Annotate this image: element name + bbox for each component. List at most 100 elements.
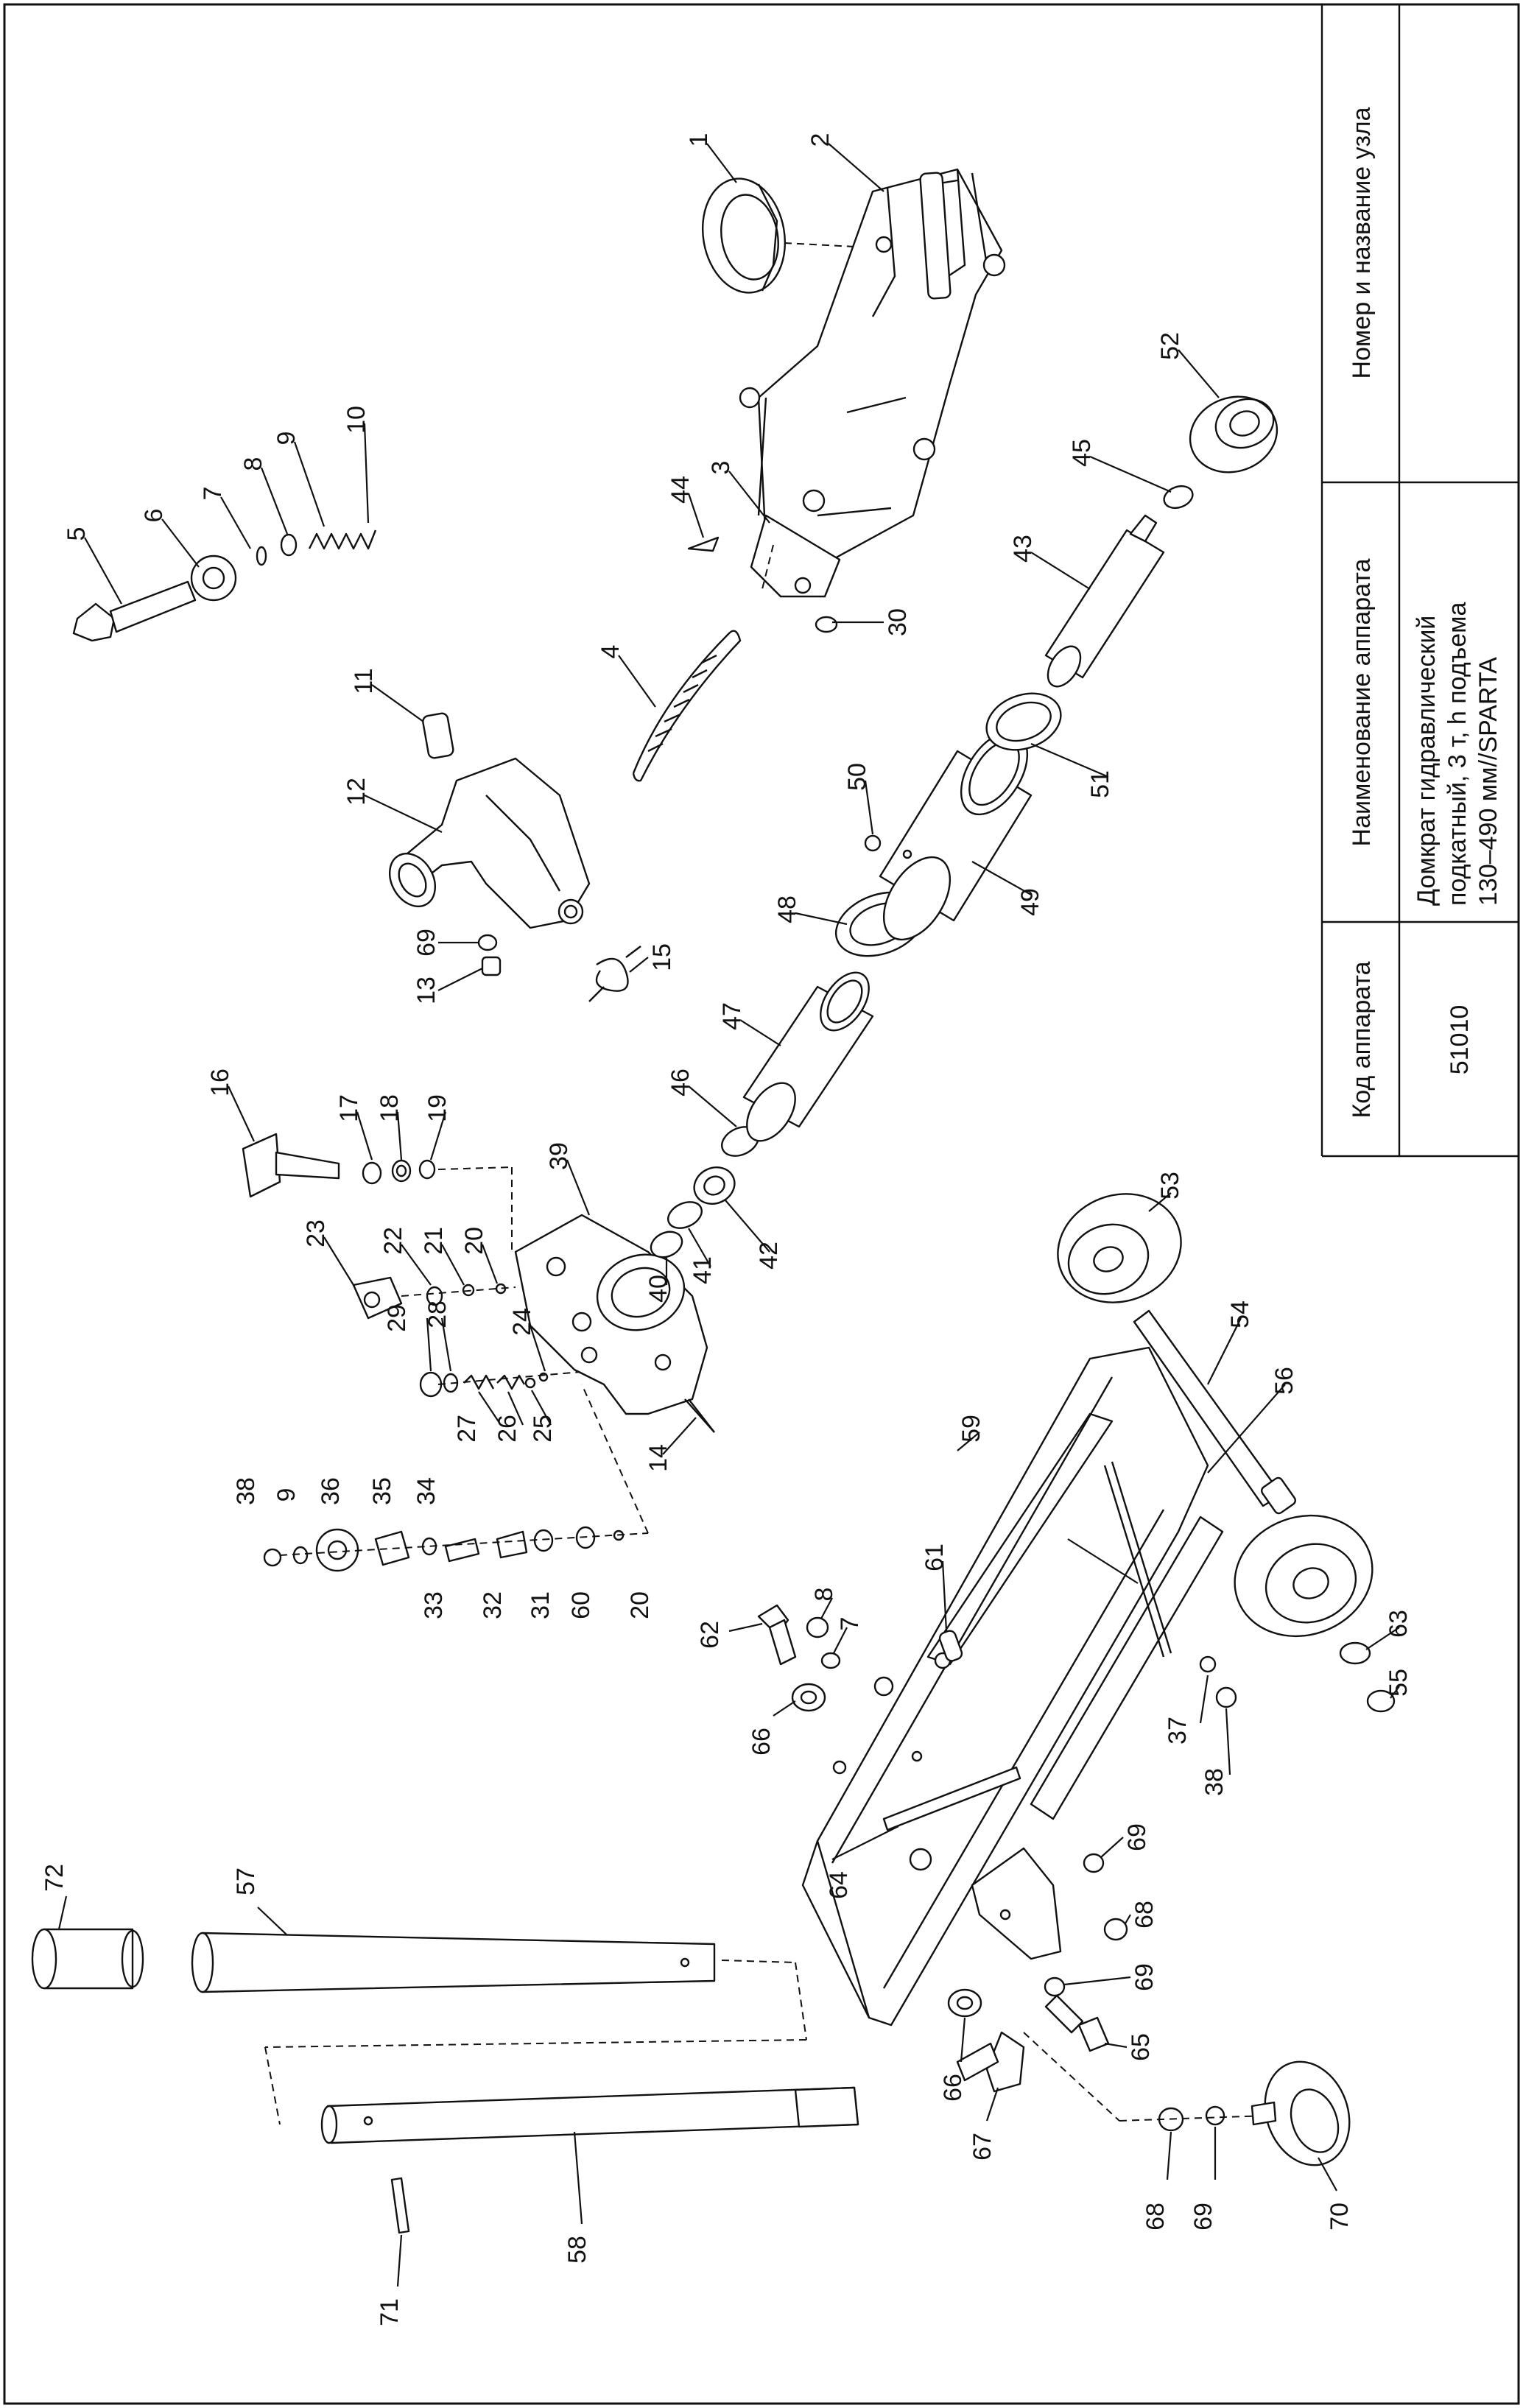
part-16-plunger: [242, 1133, 340, 1198]
label-65: 65: [1127, 2033, 1155, 2061]
label-9: 9: [272, 432, 300, 446]
part-pivot-bracket: [909, 1847, 1062, 1960]
value-name-line2: подкатный, 3 т, h подъема: [1443, 602, 1471, 906]
label-66-b: 66: [939, 2074, 967, 2102]
part-58-handle-lower: [320, 2086, 859, 2144]
label-50: 50: [843, 763, 871, 791]
label-17: 17: [335, 1094, 363, 1122]
label-69-d: 69: [1189, 2203, 1217, 2231]
part-38-nut: [263, 1548, 282, 1567]
part-7-washer-b: [820, 1652, 841, 1669]
part-15-torsion-spring: [588, 946, 641, 1002]
label-24: 24: [508, 1308, 536, 1336]
part-65-bolt: [1044, 1994, 1110, 2052]
label-43: 43: [1009, 535, 1037, 563]
part-36-gear: [315, 1528, 359, 1572]
label-55: 55: [1385, 1669, 1413, 1697]
label-39: 39: [545, 1142, 573, 1170]
label-23: 23: [302, 1219, 330, 1247]
part-63-wheel: [1234, 1514, 1373, 1638]
label-66-a: 66: [748, 1728, 775, 1756]
label-3: 3: [707, 461, 735, 475]
part-37-washer: [1199, 1655, 1217, 1673]
label-2: 2: [806, 133, 834, 147]
part-7-8-9-10-springs: [256, 529, 377, 566]
part-4-spring: [632, 630, 742, 782]
part-51-seal: [985, 692, 1062, 751]
label-53: 53: [1156, 1172, 1184, 1200]
label-29: 29: [383, 1304, 411, 1332]
label-11: 11: [350, 668, 378, 694]
label-60: 60: [567, 1591, 595, 1619]
label-40: 40: [644, 1275, 672, 1303]
part-3-pin-block: [750, 514, 841, 598]
part-61-bushing: [938, 1630, 963, 1662]
label-27: 27: [453, 1415, 481, 1443]
label-58: 58: [563, 2236, 591, 2264]
part-63b-washer: [1339, 1641, 1371, 1665]
label-44: 44: [666, 476, 694, 504]
label-28: 28: [423, 1300, 451, 1328]
part-71-pin: [390, 2177, 410, 2234]
part-54-axle: [1133, 1309, 1296, 1515]
label-64: 64: [825, 1871, 853, 1899]
label-7-b: 7: [836, 1617, 864, 1631]
part-57-handle-upper: [191, 1932, 716, 1993]
label-47: 47: [718, 1002, 746, 1030]
label-22: 22: [379, 1227, 407, 1255]
header-name: Наименование аппарата: [1348, 558, 1376, 846]
label-57: 57: [232, 1867, 260, 1895]
part-30-washer: [815, 616, 838, 633]
label-19: 19: [423, 1094, 451, 1122]
leader-lines: [57, 143, 1400, 2287]
part-35-nut: [374, 1530, 410, 1566]
label-18: 18: [376, 1094, 404, 1122]
label-20: 20: [460, 1227, 488, 1255]
label-36: 36: [317, 1477, 345, 1505]
label-34: 34: [412, 1477, 440, 1505]
part-31-washer: [533, 1529, 554, 1552]
label-4: 4: [597, 645, 625, 659]
part-43-rod: [1044, 514, 1165, 688]
label-69-c: 69: [1130, 1963, 1158, 1991]
part-38-nut-b: [1215, 1686, 1237, 1708]
label-68-b: 68: [1142, 2203, 1169, 2231]
part-39-pump-base: [514, 1214, 715, 1433]
label-16: 16: [206, 1069, 234, 1096]
label-54: 54: [1226, 1300, 1254, 1328]
part-6-gear: [190, 555, 237, 602]
part-66-washer-b: [947, 1988, 982, 2018]
label-69-b: 69: [1123, 1823, 1151, 1851]
sheet-border: [3, 3, 1520, 2405]
label-59: 59: [957, 1415, 985, 1443]
label-10: 10: [342, 406, 370, 434]
label-30: 30: [884, 608, 912, 636]
part-69-washer-d: [1044, 1976, 1066, 1997]
label-46: 46: [666, 1069, 694, 1096]
label-63: 63: [1385, 1610, 1413, 1638]
label-14: 14: [644, 1444, 672, 1472]
part-5-shaft-bolt: [72, 580, 197, 642]
title-block: Код аппарата Наименование аппарата Номер…: [1320, 4, 1519, 1158]
label-12: 12: [342, 778, 370, 806]
label-1: 1: [685, 133, 713, 147]
part-18-seal: [391, 1159, 412, 1183]
label-8-b: 8: [810, 1588, 838, 1602]
part-9-washer-b: [292, 1546, 309, 1565]
label-35: 35: [368, 1477, 396, 1505]
part-17-ring: [362, 1161, 382, 1185]
part-64-rod: [882, 1766, 1021, 1831]
part-50-ball: [864, 834, 882, 852]
label-69: 69: [412, 929, 440, 957]
part-66-washer-a: [791, 1683, 826, 1712]
label-48: 48: [773, 895, 801, 923]
part-number-labels: 1 2 3 4 44 30 5 6 7 8 9 10 11 12 69 13 1…: [41, 133, 1413, 2326]
part-53-wheel: [1057, 1193, 1182, 1303]
part-69-washer-top: [477, 934, 498, 951]
label-52: 52: [1156, 332, 1184, 360]
part-14-pin: [688, 1398, 715, 1433]
label-8: 8: [239, 457, 267, 471]
header-node: Номер и название узла: [1348, 107, 1376, 379]
part-11-pin: [422, 712, 454, 759]
